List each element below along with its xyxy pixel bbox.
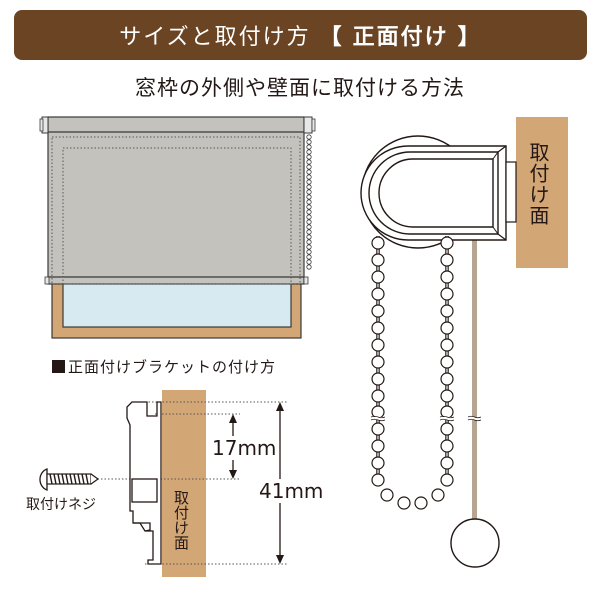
side-ball-chain bbox=[371, 236, 454, 510]
subtitle: 窓枠の外側や壁面に取付ける方法 bbox=[135, 76, 465, 100]
banner-title: サイズと取付け方 【 正面付け 】 bbox=[119, 19, 481, 51]
pull-cord-knob bbox=[450, 518, 500, 568]
pull-cord bbox=[472, 240, 477, 520]
side-mount-tab bbox=[505, 161, 517, 223]
screw-label: 取付けネジ bbox=[26, 497, 96, 513]
dimension-label-41mm: 41mm bbox=[258, 479, 325, 503]
bracket-mount-surface bbox=[162, 390, 206, 577]
banner-title-prefix: サイズと取付け方 bbox=[119, 25, 311, 50]
right-bracket-cap bbox=[303, 116, 313, 134]
banner-bracket-open: 【 bbox=[319, 25, 344, 50]
bracket-section-title-text: 正面付けブラケットの付け方 bbox=[68, 358, 277, 376]
square-bullet-icon bbox=[52, 360, 65, 373]
side-view-illustration bbox=[360, 117, 568, 568]
bracket-detail-illustration bbox=[39, 390, 288, 577]
side-mount-surface-label: 取付け面 bbox=[526, 142, 550, 226]
front-view-illustration bbox=[39, 116, 316, 339]
title-banner: サイズと取付け方 【 正面付け 】 bbox=[14, 10, 587, 60]
banner-bracket-close: 】 bbox=[457, 25, 482, 50]
roller-shade-fabric bbox=[47, 116, 305, 285]
bracket-mount-surface-label: 取付け面 bbox=[172, 490, 190, 550]
mounting-screw bbox=[39, 468, 100, 491]
banner-title-emphasis: 正面付け bbox=[352, 25, 449, 50]
front-ball-chain bbox=[306, 134, 312, 270]
side-mount-surface bbox=[516, 117, 568, 268]
dimension-label-17mm: 17mm bbox=[211, 436, 278, 460]
bracket-section-title: 正面付けブラケットの付け方 bbox=[52, 356, 276, 377]
